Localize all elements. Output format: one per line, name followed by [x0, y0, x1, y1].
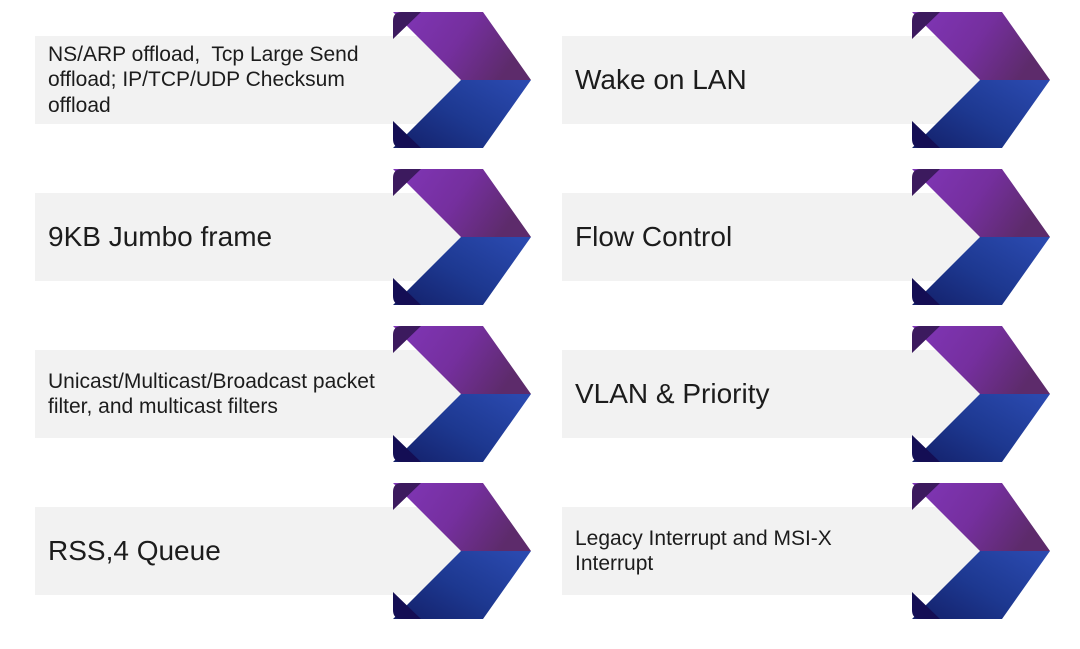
feature-item: RSS,4 Queue — [35, 483, 531, 619]
feature-label: Unicast/Multicast/Broadcast packet filte… — [48, 369, 381, 418]
feature-label: RSS,4 Queue — [48, 534, 221, 566]
feature-item: Legacy Interrupt and MSI-X Interrupt — [562, 483, 1050, 619]
feature-item: Wake on LAN — [562, 12, 1050, 148]
features-column-right: Wake on LAN Flow Control VLAN & Priority — [562, 12, 1050, 619]
feature-label: Flow Control — [575, 220, 733, 252]
feature-label-bar: NS/ARP offload, Tcp Large Send offload; … — [35, 36, 469, 124]
feature-label-bar: VLAN & Priority — [562, 350, 988, 438]
feature-item: NS/ARP offload, Tcp Large Send offload; … — [35, 12, 531, 148]
feature-item: Flow Control — [562, 169, 1050, 305]
feature-label: 9KB Jumbo frame — [48, 220, 273, 252]
features-column-left: NS/ARP offload, Tcp Large Send offload; … — [35, 12, 531, 619]
feature-label-bar: 9KB Jumbo frame — [35, 193, 469, 281]
feature-label-bar: RSS,4 Queue — [35, 507, 469, 595]
feature-item: VLAN & Priority — [562, 326, 1050, 462]
chevron-arrow-icon — [912, 169, 1050, 305]
chevron-arrow-icon — [393, 483, 531, 619]
feature-label: Wake on LAN — [575, 63, 747, 95]
feature-item: Unicast/Multicast/Broadcast packet filte… — [35, 326, 531, 462]
chevron-arrow-icon — [393, 169, 531, 305]
chevron-arrow-icon — [393, 326, 531, 462]
feature-label: Legacy Interrupt and MSI-X Interrupt — [575, 526, 838, 575]
feature-label: VLAN & Priority — [575, 377, 770, 409]
feature-label-bar: Wake on LAN — [562, 36, 988, 124]
chevron-arrow-icon — [912, 483, 1050, 619]
chevron-arrow-icon — [393, 12, 531, 148]
feature-label-bar: Flow Control — [562, 193, 988, 281]
feature-label: NS/ARP offload, Tcp Large Send offload; … — [48, 43, 365, 117]
feature-item: 9KB Jumbo frame — [35, 169, 531, 305]
chevron-arrow-icon — [912, 326, 1050, 462]
feature-label-bar: Unicast/Multicast/Broadcast packet filte… — [35, 350, 469, 438]
feature-label-bar: Legacy Interrupt and MSI-X Interrupt — [562, 507, 988, 595]
chevron-arrow-icon — [912, 12, 1050, 148]
